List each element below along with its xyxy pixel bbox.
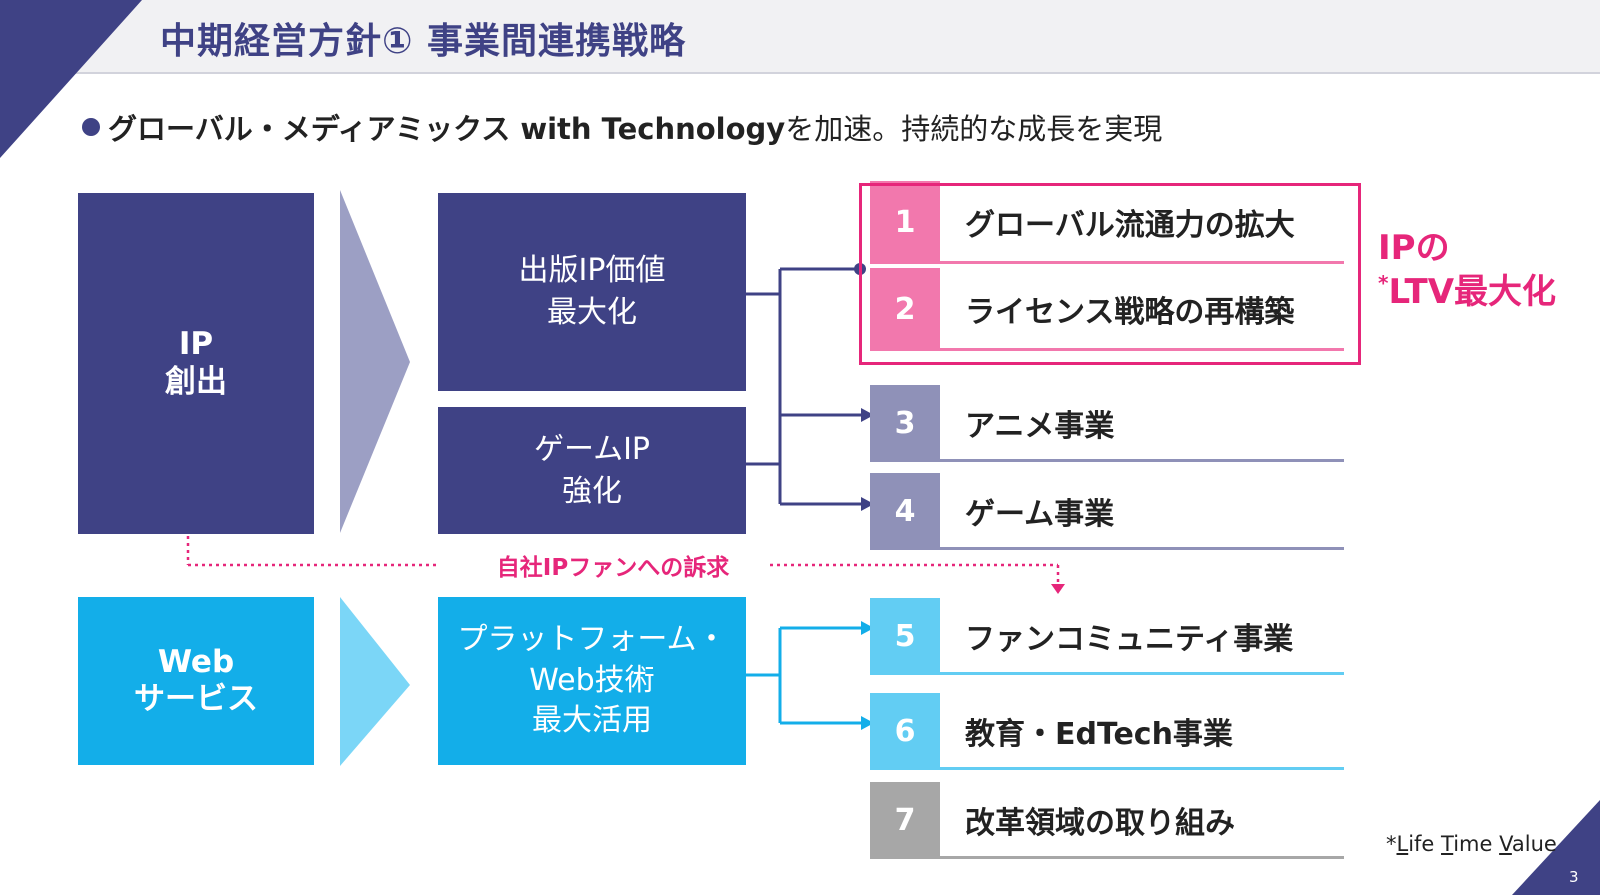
- page-number: 3: [1569, 868, 1579, 886]
- subtitle-bold-part: グローバル・メディアミックス with Technology: [108, 112, 786, 146]
- connector-arrow-5: [861, 621, 874, 635]
- platform-block: プラットフォーム・ Web技術 最大活用: [438, 597, 746, 765]
- ltv-highlight-frame: [859, 183, 1361, 365]
- chevron-arrow-ip: [340, 190, 410, 533]
- footnote-alue: alue: [1511, 832, 1557, 856]
- item-underline: [870, 261, 1344, 264]
- header-bar: [0, 0, 1600, 72]
- connector-arrow-3: [861, 408, 874, 422]
- footnote: *Life Time Value: [1386, 832, 1557, 856]
- item-label: グローバル流通力の拡大: [965, 208, 1295, 243]
- ltv-callout-text: LTV最大化: [1388, 272, 1557, 313]
- game-ip-block: ゲームIP 強化: [438, 407, 746, 534]
- ltv-callout-line1: IPの: [1378, 228, 1450, 268]
- ltv-asterisk: *: [1378, 271, 1389, 296]
- item-number-badge: 4: [870, 473, 940, 549]
- top-left-corner-triangle: [0, 0, 142, 158]
- item-label: ライセンス戦略の再構築: [965, 295, 1295, 330]
- item-label: 改革領域の取り組み: [965, 806, 1235, 841]
- footnote-t: T: [1441, 832, 1454, 856]
- item-underline: [870, 672, 1344, 675]
- connector-arrow-4: [861, 497, 874, 511]
- connector-arrow-6: [861, 716, 874, 730]
- item-number-badge: 7: [870, 782, 940, 858]
- footnote-v: V: [1499, 832, 1512, 856]
- item-label: ゲーム事業: [965, 497, 1115, 532]
- web-service-label: Web サービス: [134, 643, 258, 717]
- game-ip-label: ゲームIP 強化: [533, 431, 651, 509]
- publishing-ip-block: 出版IP価値 最大化: [438, 193, 746, 391]
- item-underline: [870, 459, 1344, 462]
- subtitle-rest-part: を加速。持続的な成長を実現: [785, 112, 1163, 146]
- fan-appeal-arrowhead: [1051, 584, 1065, 594]
- ltv-callout: IPの *LTV最大化: [1378, 226, 1556, 314]
- fan-appeal-label: 自社IPファンへの訴求: [496, 555, 730, 581]
- item-underline: [870, 348, 1344, 351]
- ltv-callout-line2: *LTV最大化: [1378, 270, 1556, 314]
- item-underline: [870, 547, 1344, 550]
- item-number-badge: 2: [870, 268, 940, 350]
- header-rule: [0, 72, 1600, 74]
- item-underline: [870, 767, 1344, 770]
- page-title: 中期経営方針① 事業間連携戦略: [160, 21, 687, 62]
- item-underline: [870, 856, 1344, 859]
- footnote-l: L: [1396, 832, 1409, 856]
- item-number-badge: 6: [870, 693, 940, 769]
- web-service-block: Web サービス: [78, 597, 314, 765]
- cyan-connector-lines: [746, 626, 868, 725]
- subtitle: グローバル・メディアミックス with Technologyを加速。持続的な成長…: [108, 106, 1162, 148]
- item-number-badge: 1: [870, 181, 940, 263]
- navy-connector-lines: [746, 267, 868, 506]
- footnote-ime: ime: [1453, 832, 1500, 856]
- item-label: ファンコミュニティ事業: [965, 622, 1294, 657]
- bullet-dot: [82, 118, 100, 136]
- footnote-asterisk: *: [1386, 832, 1397, 856]
- bottom-right-corner-triangle: [1512, 800, 1600, 895]
- platform-label: プラットフォーム・ Web技術 最大活用: [457, 622, 727, 739]
- item-label: アニメ事業: [965, 409, 1115, 444]
- item-number-badge: 5: [870, 598, 940, 674]
- item-label: 教育・EdTech事業: [965, 717, 1233, 752]
- chevron-arrow-web: [340, 597, 410, 766]
- item-number-badge: 3: [870, 385, 940, 461]
- publishing-ip-label: 出版IP価値 最大化: [518, 253, 666, 330]
- ip-creation-block: IP 創出: [78, 193, 314, 534]
- footnote-ife: ife: [1408, 832, 1442, 856]
- fan-appeal-dotted-line: [186, 536, 1060, 584]
- ip-creation-label: IP 創出: [165, 326, 227, 400]
